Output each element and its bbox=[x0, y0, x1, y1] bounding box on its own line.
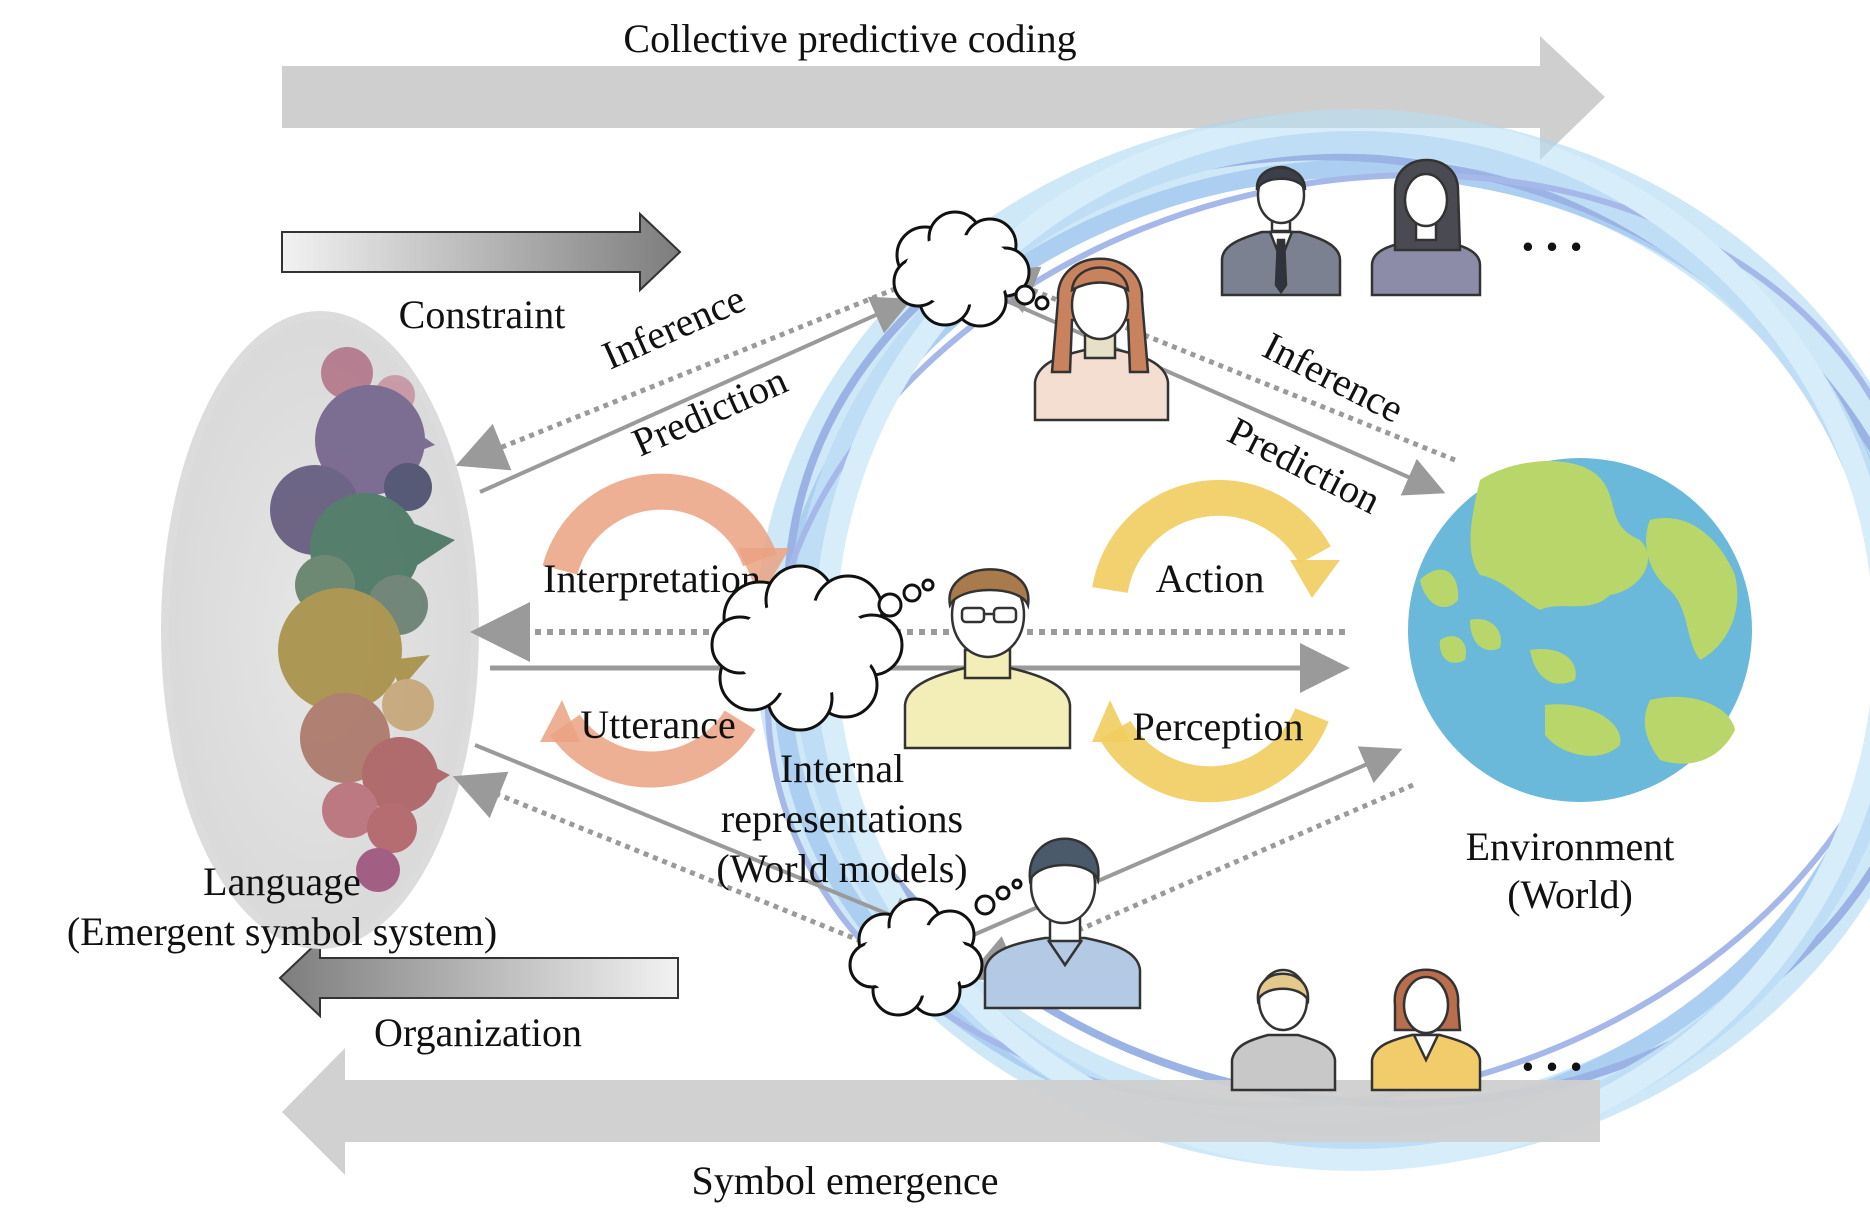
language-label-2: (Emergent symbol system) bbox=[67, 909, 497, 954]
language-ellipse bbox=[161, 311, 479, 949]
action-label: Action bbox=[1156, 556, 1265, 601]
organization-label: Organization bbox=[374, 1010, 582, 1055]
person-man-bluesweater-icon bbox=[983, 837, 1142, 1010]
internal-representations-label-2: representations bbox=[721, 796, 963, 841]
thought-cloud-top-icon bbox=[892, 210, 1050, 328]
prediction-label-left: Prediction bbox=[625, 357, 794, 465]
person-woman-brownhair-icon bbox=[1033, 257, 1170, 422]
prediction-arrow-lower-left bbox=[474, 743, 930, 935]
prediction-arrow-lower-right bbox=[954, 746, 1403, 945]
action-cycle-arrow bbox=[1092, 479, 1340, 598]
person-woman-longhair-icon bbox=[1370, 158, 1482, 297]
collective-predictive-coding-label: Collective predictive coding bbox=[623, 16, 1076, 61]
person-man-glasses-icon bbox=[903, 568, 1072, 750]
thought-cloud-bottom-icon bbox=[848, 878, 1023, 1017]
constraint-arrow bbox=[281, 211, 682, 293]
internal-representations-label-3: (World models) bbox=[716, 846, 967, 891]
person-woman-shorthair-icon bbox=[1230, 968, 1337, 1092]
organization-arrow bbox=[278, 937, 679, 1019]
symbol-emergence-arrow bbox=[282, 1048, 1600, 1175]
collective-predictive-coding-arrow bbox=[282, 36, 1605, 160]
person-man-suit-icon bbox=[1220, 165, 1342, 297]
thought-cloud-middle-icon bbox=[710, 564, 935, 732]
inference-label-left: Inference bbox=[595, 276, 751, 379]
ellipsis-bottom: … bbox=[1516, 1006, 1588, 1086]
inference-arrow-lower-left bbox=[452, 771, 909, 963]
language-label-1: Language bbox=[203, 859, 361, 904]
speech-bubbles-icon bbox=[270, 347, 455, 892]
earth-icon bbox=[1408, 458, 1752, 802]
perception-label: Perception bbox=[1132, 704, 1303, 749]
prediction-arrow-upper-right bbox=[999, 296, 1446, 496]
perception-cycle-arrow bbox=[1092, 700, 1329, 803]
interpretation-cycle-arrow bbox=[542, 473, 790, 598]
environment-label-1: Environment bbox=[1466, 824, 1675, 869]
interpretation-label: Interpretation bbox=[543, 556, 761, 601]
utterance-cycle-arrow bbox=[540, 700, 756, 788]
prediction-arrow-upper-left bbox=[479, 296, 913, 494]
ellipsis-top: … bbox=[1516, 186, 1588, 266]
person-woman-cardigan-icon bbox=[1370, 968, 1482, 1092]
environment-label-2: (World) bbox=[1507, 872, 1633, 917]
constraint-label: Constraint bbox=[399, 292, 566, 337]
inference-label-right: Inference bbox=[1256, 323, 1411, 432]
internal-representations-label-1: Internal bbox=[780, 746, 904, 791]
symbol-emergence-label: Symbol emergence bbox=[692, 1158, 999, 1203]
utterance-label: Utterance bbox=[580, 702, 735, 747]
